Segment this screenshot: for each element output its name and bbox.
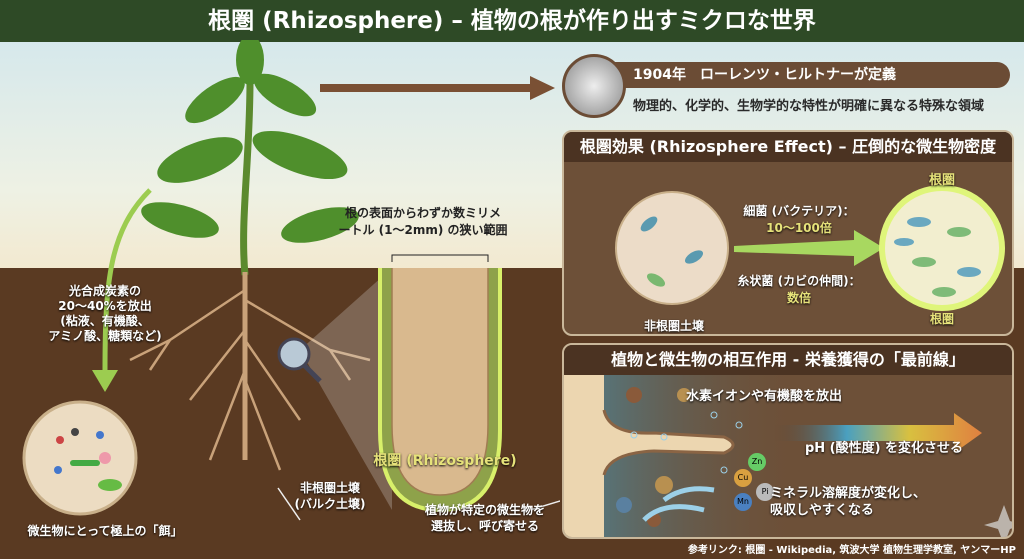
page-title: 根圏 (Rhizosphere) – 植物の根が作り出すミクロな世界 (0, 0, 1024, 42)
molecule-icons (54, 428, 122, 491)
exudate-label: 光合成炭素の 20〜40%を放出 (粘液、有機酸、 アミノ酸、糖類など) (48, 284, 162, 343)
mineral-label: ミネラル溶解度が変化し、 吸収しやすくなる (770, 486, 927, 518)
fungi-label: 糸状菌 (カビの仲間)： (737, 274, 861, 288)
ph-gradient-arrow (774, 413, 982, 453)
effect-illustration (615, 185, 1005, 311)
increase-arrow (734, 230, 884, 266)
reference-links: 参考リンク: 根圏 - Wikipedia, 筑波大学 植物生理学教室, ヤンマ… (687, 545, 1016, 556)
rhizosphere-label: 根圏 (Rhizosphere) (373, 453, 517, 469)
rhizosphere-bottom-caption: 根圏 (929, 312, 954, 326)
absorption-arrows (642, 486, 715, 522)
zoom-beam (300, 268, 392, 510)
bulk-soil-caption: 非根圏土壌 (643, 319, 704, 333)
sparkle-icon (984, 505, 1012, 537)
mineral-badge: Cu (734, 469, 752, 487)
carbon-arrow (102, 188, 152, 371)
plant-illustration (22, 40, 560, 521)
root-range-label: 根の表面からわずか数ミリメ ートル (1〜2mm) の狭い範囲 (338, 206, 508, 237)
interaction-title: 植物と微生物の相互作用 - 栄養獲得の「最前線」 (564, 345, 1012, 375)
select-label: 植物が特定の微生物を 選抜し、呼び寄せる (424, 503, 545, 533)
history-description: 物理的、化学的、生物学的な特性が明確に異なる特殊な領域 (633, 99, 985, 114)
rhizosphere-effect-panel: 根圏効果 (Rhizosphere Effect) – 圧倒的な微生物密度 非根… (562, 130, 1014, 336)
molecule-circle (22, 400, 138, 516)
root-surface (564, 375, 604, 537)
ph-label: pH (酸性度) を変化させる (804, 441, 964, 456)
mineral-badge: Pi (756, 483, 774, 501)
history-heading: 1904年 ローレンツ・ヒルトナーが定義 (585, 62, 1010, 88)
bacteria-label: 細菌 (バクテリア)： (743, 204, 855, 218)
bulk-soil-circle (615, 191, 729, 305)
bulk-soil-label: 非根圏土壌 (バルク土壌) (294, 481, 366, 511)
magnifier-icon (277, 337, 311, 371)
plant-leaves (141, 40, 359, 243)
mineral-badge: Zn (748, 453, 766, 471)
rhizosphere-top-caption: 根圏 (928, 173, 955, 188)
mineral-badge: Mn (734, 493, 752, 511)
bacteria-value: 10〜100倍 (766, 221, 832, 235)
plant-stem (240, 79, 254, 276)
root-tip (391, 268, 489, 496)
fungi-value: 数倍 (786, 291, 811, 305)
root-system (129, 272, 371, 471)
release-label: 水素イオンや有機酸を放出 (685, 389, 842, 404)
interaction-panel: 植物と微生物の相互作用 - 栄養獲得の「最前線」 Zn Cu Mn Pi 水素イ… (562, 343, 1014, 539)
interaction-illustration (564, 375, 1012, 537)
mineral-badges: Zn Cu Mn Pi (734, 453, 814, 533)
food-label: 微生物にとって極上の「餌」 (27, 524, 183, 538)
root-hair (602, 409, 735, 476)
arrow-head-icon (92, 370, 118, 392)
hiltner-portrait (562, 54, 626, 118)
range-bracket (391, 254, 489, 262)
effect-title: 根圏効果 (Rhizosphere Effect) – 圧倒的な微生物密度 (564, 132, 1012, 162)
